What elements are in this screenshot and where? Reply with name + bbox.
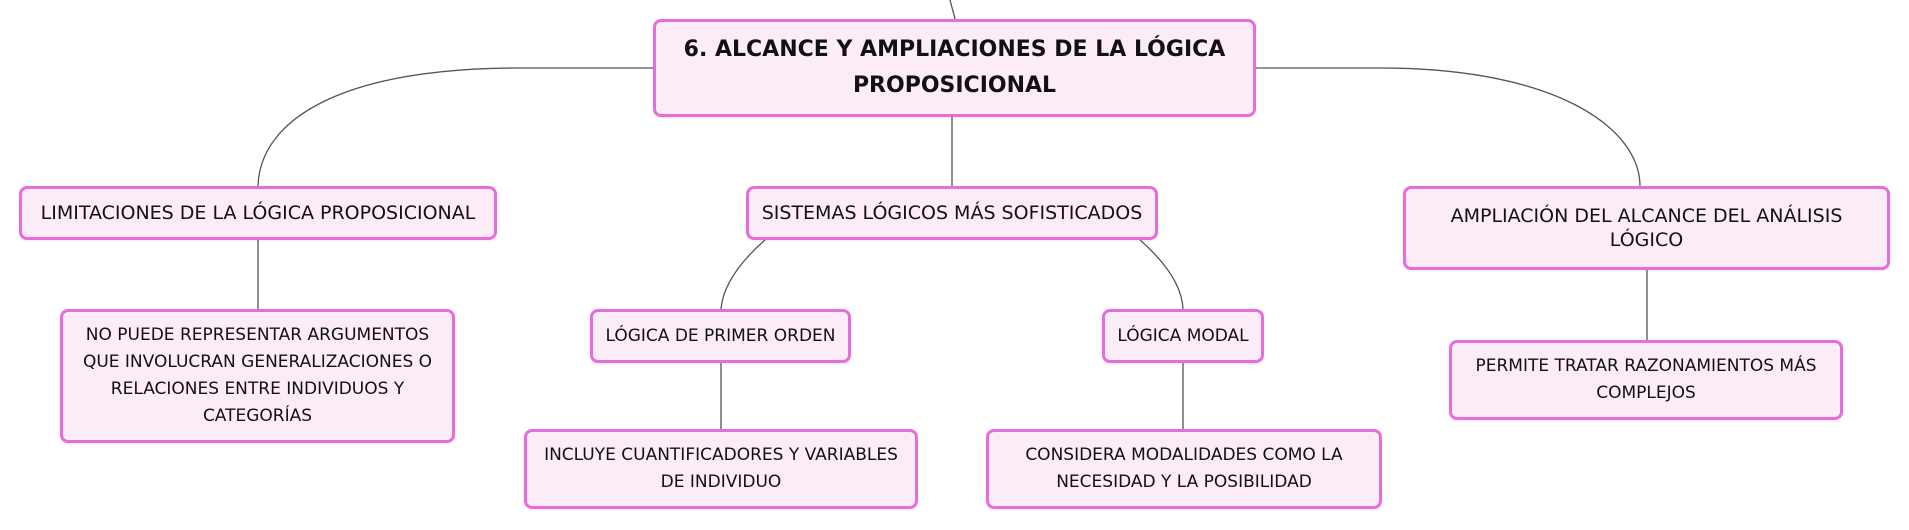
node-sistemas[interactable]: SISTEMAS LÓGICOS MÁS SOFISTICADOS bbox=[746, 186, 1158, 240]
node-logica-modal-label: LÓGICA MODAL bbox=[1117, 326, 1249, 346]
node-ampliacion-label: AMPLIACIÓN DEL ALCANCE DEL ANÁLISIS LÓGI… bbox=[1450, 205, 1843, 251]
connector-sistemas-modal bbox=[1139, 239, 1184, 310]
node-ampliacion-detail-label: PERMITE TRATAR RAZONAMIENTOS MÁS COMPLEJ… bbox=[1475, 356, 1817, 403]
connector-sistemas-primer-orden bbox=[720, 239, 766, 310]
node-limitaciones-detail-label: NO PUEDE REPRESENTAR ARGUMENTOS QUE INVO… bbox=[82, 325, 433, 426]
node-ampliacion-detail[interactable]: PERMITE TRATAR RAZONAMIENTOS MÁS COMPLEJ… bbox=[1449, 340, 1843, 420]
node-modal-detail-label: CONSIDERA MODALIDADES COMO LA NECESIDAD … bbox=[1025, 445, 1343, 492]
node-sistemas-label: SISTEMAS LÓGICOS MÁS SOFISTICADOS bbox=[761, 202, 1143, 224]
node-logica-primer-orden-label: LÓGICA DE PRIMER ORDEN bbox=[605, 326, 836, 346]
connector-root-ampliacion bbox=[1256, 67, 1641, 187]
root-node[interactable]: 6. ALCANCE Y AMPLIACIONES DE LA LÓGICA P… bbox=[653, 19, 1256, 117]
connector-root-limitaciones bbox=[257, 67, 653, 187]
node-primer-orden-detail[interactable]: INCLUYE CUANTIFICADORES Y VARIABLES DE I… bbox=[524, 429, 918, 509]
node-limitaciones[interactable]: LIMITACIONES DE LA LÓGICA PROPOSICIONAL bbox=[19, 186, 497, 240]
node-limitaciones-label: LIMITACIONES DE LA LÓGICA PROPOSICIONAL bbox=[40, 202, 476, 224]
node-logica-primer-orden[interactable]: LÓGICA DE PRIMER ORDEN bbox=[590, 309, 851, 363]
root-node-label: 6. ALCANCE Y AMPLIACIONES DE LA LÓGICA P… bbox=[683, 37, 1226, 98]
connector-root-parent bbox=[949, 0, 956, 20]
node-limitaciones-detail[interactable]: NO PUEDE REPRESENTAR ARGUMENTOS QUE INVO… bbox=[60, 309, 455, 443]
node-modal-detail[interactable]: CONSIDERA MODALIDADES COMO LA NECESIDAD … bbox=[986, 429, 1382, 509]
node-ampliacion[interactable]: AMPLIACIÓN DEL ALCANCE DEL ANÁLISIS LÓGI… bbox=[1403, 186, 1890, 270]
node-primer-orden-detail-label: INCLUYE CUANTIFICADORES Y VARIABLES DE I… bbox=[544, 445, 898, 492]
node-logica-modal[interactable]: LÓGICA MODAL bbox=[1102, 309, 1264, 363]
